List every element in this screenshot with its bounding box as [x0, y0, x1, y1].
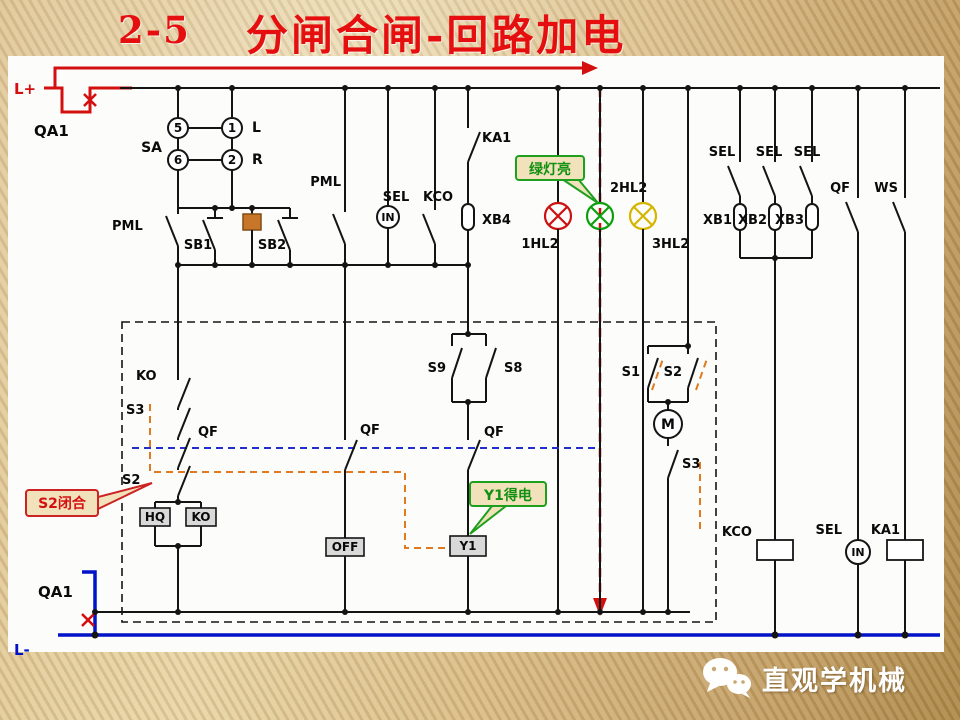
ko-block-label: KO	[192, 510, 211, 524]
xb4-label: XB4	[482, 213, 511, 228]
sb1-label: SB1	[184, 238, 212, 253]
sel-xb-columns: SEL SEL SEL XB1 XB2 XB3 KCO	[703, 88, 820, 635]
qf-y1-label: QF	[484, 425, 504, 440]
sa-contact-1: 1	[228, 121, 236, 135]
qf-left-label: QF	[198, 425, 218, 440]
l-plus-label: L+	[14, 80, 36, 98]
ka1-coil-label: KA1	[871, 523, 900, 538]
lamp-1hl2-label: 1HL2	[521, 237, 558, 252]
hq-block-label: HQ	[145, 510, 165, 524]
closing-logic-column: KO S3 QF S2 HQ KO	[122, 265, 218, 612]
off-block-label: OFF	[332, 540, 359, 554]
callout-y1-text: Y1得电	[483, 487, 532, 504]
pml-left-label: PML	[112, 219, 143, 234]
s1-label: S1	[622, 365, 640, 380]
qf-ws-columns: IN QF SEL WS KA1	[815, 88, 924, 635]
l-minus-label: L-	[14, 641, 30, 659]
ka1-contact-label: KA1	[482, 131, 511, 146]
qa1-closed-mark-top	[83, 93, 97, 107]
s2-left-label: S2	[122, 473, 140, 488]
qa1-top-label: QA1	[34, 122, 69, 140]
sel1-label: SEL	[709, 145, 736, 160]
in-bottom-text: IN	[851, 546, 864, 559]
ws-label: WS	[874, 181, 898, 196]
lamp-3hl2-label: 3HL2	[652, 237, 689, 252]
watermark: 直观学机械	[700, 648, 950, 708]
kco-coil-label: KCO	[722, 525, 752, 540]
off-column: QF OFF	[325, 265, 380, 612]
junction-dots	[91, 85, 909, 639]
qf-right-label: QF	[830, 181, 850, 196]
sb2-label: SB2	[258, 238, 286, 253]
s1-s2-actuation	[651, 355, 709, 391]
motor-branch: M S1 S2 S3	[622, 88, 700, 612]
s2-trip-path	[149, 404, 448, 549]
slide-title: 分闸合闸-回路加电	[246, 11, 627, 60]
y1-block-label: Y1	[458, 539, 476, 553]
s8-label: S8	[504, 361, 522, 376]
slide-number: 2-5	[118, 8, 191, 52]
sel2-label: SEL	[756, 145, 783, 160]
sa-label: SA	[141, 140, 162, 156]
callout-s2-closed: S2闭合	[25, 482, 153, 517]
sel-bottom-label: SEL	[815, 523, 842, 538]
sa-pos-left: L	[252, 120, 261, 136]
ko-contact-label: KO	[136, 369, 157, 384]
callout-s2-text: S2闭合	[38, 495, 87, 512]
ka1-coil	[886, 539, 924, 561]
sel-in-text: IN	[381, 211, 394, 224]
wechat-icon	[703, 658, 751, 698]
xb3-link	[805, 203, 819, 231]
control-contact-row: PML SB1 SB2 PML IN SEL KCO	[112, 88, 511, 265]
qa1-bottom-label: QA1	[38, 583, 73, 601]
s9-label: S9	[428, 361, 446, 376]
motor-label: M	[661, 417, 675, 433]
s2-right-label: S2	[664, 365, 682, 380]
xb1-label: XB1	[703, 213, 732, 228]
s3-left-label: S3	[126, 403, 144, 418]
button-lamp-block	[242, 213, 262, 231]
lamp-2hl2-label: 2HL2	[610, 181, 647, 196]
mechanism-boundary	[121, 321, 717, 623]
sa-contact-5: 5	[174, 121, 182, 135]
watermark-text: 直观学机械	[762, 665, 907, 697]
kco-coil	[756, 539, 794, 561]
indicator-lamps: 1HL2 2HL2 3HL2	[521, 88, 689, 612]
selector-switch-sa: 5 1 6 2 L R SA	[141, 88, 263, 208]
callout-green-text: 绿灯亮	[529, 161, 571, 178]
kco-mid-label: KCO	[423, 190, 453, 205]
xb3-label: XB3	[775, 213, 804, 228]
sel3-label: SEL	[794, 145, 821, 160]
sa-contact-6: 6	[174, 153, 182, 167]
qf-mid-label: QF	[360, 423, 380, 438]
s3-right-label: S3	[682, 457, 700, 472]
callout-y1: Y1得电	[469, 481, 547, 535]
sa-pos-right: R	[252, 152, 263, 168]
callout-green-lamp: 绿灯亮	[515, 155, 599, 204]
xb4-link	[461, 203, 475, 231]
y1-column: S9 S8 QF Y1	[428, 265, 522, 612]
qa1-closed-mark-bottom	[81, 613, 95, 627]
dc-negative-feed	[58, 570, 940, 637]
xb2-label: XB2	[738, 213, 767, 228]
sel-mid-label: SEL	[383, 190, 410, 205]
current-arrow-right	[582, 61, 598, 75]
sa-contact-2: 2	[228, 153, 236, 167]
dc-positive-feed	[44, 61, 598, 114]
pml-mid-label: PML	[310, 175, 341, 190]
